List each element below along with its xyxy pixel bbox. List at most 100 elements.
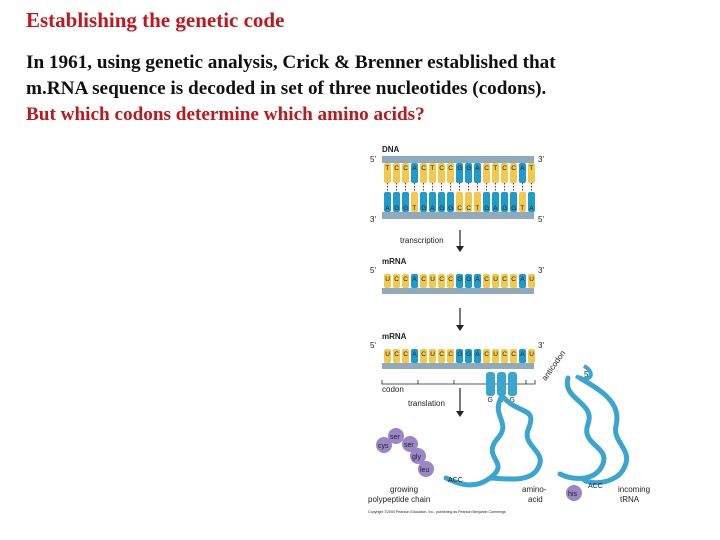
mrna2-base-label-10: G [466,351,471,358]
dna-bottom-base-label-3: G [403,205,408,212]
dna-bottom-base-label-7: G [439,205,444,212]
his-label: his [568,491,577,498]
dna-top-base-15 [510,163,517,183]
mrna-base-6 [429,274,436,288]
mrna-base-1 [384,274,391,288]
mrna-base-label-14: C [502,276,507,283]
dna-top-base-label-2: C [394,165,399,172]
anticodon-base-label-3: G [510,397,515,404]
mrna-5prime-label: 5' [370,266,376,275]
amino-acid-label-2: acid [528,495,543,504]
mrna2-backbone [382,363,534,369]
dna-5prime-label: 5' [370,155,376,164]
dna-bottom-base-label-12: G [484,205,489,212]
dna-bottom-3prime-label: 3' [370,215,376,224]
mrna2-base-17 [528,349,535,363]
growing-chain-label-1: growing [390,485,418,494]
mrna2-base-label-8: C [448,351,453,358]
dna-bottom-base-label-17: A [529,205,534,212]
amino-acid-ser-1 [388,428,404,444]
mrna-base-4 [411,274,418,288]
mrna-base-label-2: C [394,276,399,283]
codon-bracket [381,380,536,385]
mrna2-base-4 [411,349,418,363]
dna-bottom-base-label-10: C [466,205,471,212]
codon-dividers [417,380,527,384]
trna-bound [443,393,543,488]
mrna-base-8 [447,274,454,288]
dna-top-base-label-5: C [421,165,426,172]
mrna-base-13 [492,274,499,288]
dna-bottom-base-label-11: T [475,205,479,212]
mrna2-base-9 [456,349,463,363]
mrna2-base-1 [384,349,391,363]
mrna2-base-label-12: C [484,351,489,358]
mrna2-base-13 [492,349,499,363]
dna-bottom-base-8 [447,192,454,212]
mrna-base-16 [519,274,526,288]
dna-top-base-label-10: G [466,165,471,172]
trna-bound-end-label: ACC [448,477,463,484]
mrna-base-label-10: G [466,276,471,283]
mrna-label-2: mRNA [382,332,407,341]
dna-top-base-4 [411,163,418,183]
trna-incoming-end-label: ACC [588,483,603,490]
incoming-trna-label-2: tRNA [620,495,640,504]
dna-bottom-base-13 [492,192,499,212]
mrna-base-15 [510,274,517,288]
dna-bottom-base-label-15: G [511,205,516,212]
transcription-arrowhead [456,246,464,252]
amino-acid-cys [376,437,392,453]
dna-top-base-3 [402,163,409,183]
dna-top-base-label-16: A [520,165,525,172]
mrna-base-12 [483,274,490,288]
dna-bottom-base-label-16: T [520,205,524,212]
amino-acid-label-1: amino- [522,485,547,494]
dna-top-base-label-13: T [493,165,497,172]
mrna-base-label-9: G [457,276,462,283]
anticodon-base-2 [497,372,506,396]
dna-top-base-label-9: G [457,165,462,172]
mrna2-base-7 [438,349,445,363]
dna-bottom-base-5 [420,192,427,212]
mrna-base-label-11: A [475,276,480,283]
anticodon-5prime-label: 5' [584,370,590,379]
mrna-base-label-5: C [421,276,426,283]
dna-bottom-base-label-4: T [412,205,416,212]
mrna2-base-label-11: A [475,351,480,358]
amino-acid-leu [418,461,434,477]
dna-top-base-16 [519,163,526,183]
mrna-base-17 [528,274,535,288]
codon-label: codon [382,385,404,394]
mrna-base-10 [465,274,472,288]
trna-incoming-arm [574,364,593,381]
dna-bottom-base-label-2: G [394,205,399,212]
dna-label: DNA [382,145,400,154]
mrna-base-label-4: A [412,276,417,283]
mrna-base-5 [420,274,427,288]
mrna2-5prime-label: 5' [370,341,376,350]
body-line-2: m.RNA sequence is decoded in set of thre… [26,78,547,99]
dna-bottom-base-12 [483,192,490,212]
mrna-base-3 [402,274,409,288]
mrna2-base-11 [474,349,481,363]
mrna2-base-3 [402,349,409,363]
dna-top-base-17 [528,163,535,183]
incoming-trna-label-1: incoming [618,485,650,494]
amino-acid-ser-2-label: ser [404,442,414,449]
growing-chain-label-2: polypeptide chain [368,495,430,504]
dna-top-base-9 [456,163,463,183]
mrna2-base-label-7: C [439,351,444,358]
dna-top-base-12 [483,163,490,183]
mrna2-base-16 [519,349,526,363]
dna-top-base-label-4: A [412,165,417,172]
mrna2-base-label-3: C [403,351,408,358]
mrna-base-label-13: U [493,276,498,283]
anticodon-bases: G A G [486,372,517,404]
translation-label: translation [408,399,445,408]
